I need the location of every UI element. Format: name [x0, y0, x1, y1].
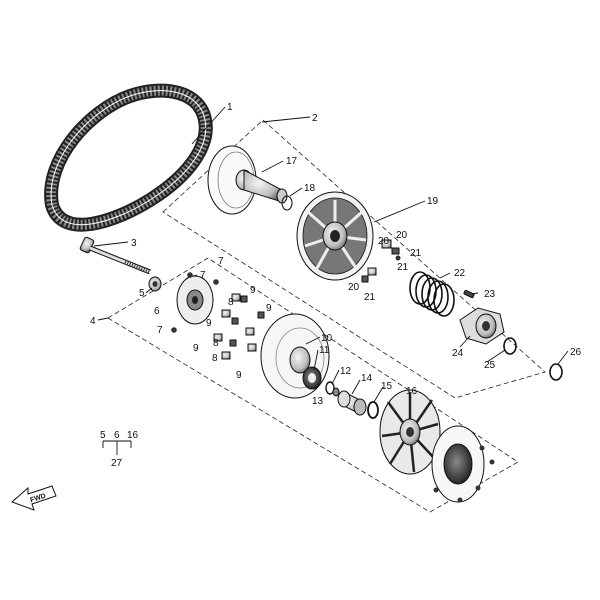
- callout-24: 24: [452, 348, 464, 359]
- cam-24: [459, 307, 505, 345]
- callout-20-c: 20: [348, 282, 360, 293]
- bearing-14: [337, 390, 367, 416]
- callout-7-top: 7: [200, 270, 206, 281]
- callout-20-b: 20: [396, 230, 408, 241]
- washer-13: [332, 387, 340, 397]
- callout-7-bottom: 7: [157, 325, 163, 336]
- drive-fixed-sheave: [379, 389, 441, 475]
- callout-25: 25: [484, 360, 496, 371]
- nut-5: [148, 276, 162, 292]
- washer-12: [325, 381, 335, 395]
- callout-15: 15: [381, 381, 393, 392]
- callout-19: 19: [427, 196, 439, 207]
- driven-movable-sheave: [296, 191, 374, 281]
- ring-26: [549, 363, 563, 381]
- bushing-11: [302, 366, 322, 390]
- pin-23: [463, 289, 475, 299]
- callout-8-bottom: 8: [212, 353, 218, 364]
- callout-14: 14: [361, 373, 373, 384]
- callout-6: 6: [154, 306, 160, 317]
- leader-lines: [93, 106, 569, 455]
- callout-21-b: 21: [397, 262, 409, 273]
- callout-20-a: 20: [378, 236, 390, 247]
- kit-member-16: 16: [127, 430, 139, 441]
- drive-group-outline: [107, 257, 519, 513]
- callout-4: 4: [90, 316, 96, 327]
- callout-11: 11: [319, 345, 330, 356]
- roller-weights: [213, 293, 265, 360]
- cover-plate: [431, 425, 495, 503]
- callout-16: 16: [406, 386, 418, 397]
- callout-2: 2: [312, 113, 318, 124]
- callout-13: 13: [312, 396, 324, 407]
- callout-21-a: 21: [410, 248, 422, 259]
- callout-8-mid: 8: [213, 338, 219, 349]
- callout-9-e: 9: [236, 370, 242, 381]
- callout-22: 22: [454, 268, 466, 279]
- kit-group: 5 6 16 27: [100, 430, 139, 469]
- callout-9-a: 9: [250, 285, 256, 296]
- callout-5: 5: [139, 288, 145, 299]
- drive-belt: [44, 83, 213, 232]
- callout-7-mid: 7: [218, 256, 224, 267]
- callout-12: 12: [340, 366, 352, 377]
- ring-15: [367, 401, 379, 419]
- kit-number-27: 27: [111, 458, 123, 469]
- screws-7: [171, 272, 219, 333]
- callout-8-top: 8: [228, 297, 234, 308]
- ring-18: [281, 195, 293, 211]
- callout-18: 18: [304, 183, 316, 194]
- callout-9-c: 9: [206, 318, 212, 329]
- callout-9-b: 9: [266, 303, 272, 314]
- callout-9-d: 9: [193, 343, 199, 354]
- callout-21-c: 21: [364, 292, 376, 303]
- ring-25: [503, 337, 517, 355]
- torque-spring: [409, 271, 455, 317]
- kit-member-6: 6: [114, 430, 120, 441]
- callout-labels: 1 2 3 4 5 6 7 7 7 8 8 8 9 9 9 9 9 10 11 …: [90, 102, 582, 407]
- driven-fixed-sheave: [207, 145, 288, 215]
- fwd-arrow: FWD: [11, 485, 57, 511]
- callout-3: 3: [131, 238, 137, 249]
- callout-1: 1: [227, 102, 233, 113]
- callout-23: 23: [484, 289, 496, 300]
- callout-17: 17: [286, 156, 298, 167]
- fwd-label: FWD: [29, 493, 46, 505]
- roller-screw-set: [361, 239, 401, 283]
- callout-26: 26: [570, 347, 582, 358]
- long-bolt: [79, 236, 151, 275]
- spider-plate: [176, 275, 214, 325]
- callout-10: 10: [321, 333, 333, 344]
- kit-member-5: 5: [100, 430, 106, 441]
